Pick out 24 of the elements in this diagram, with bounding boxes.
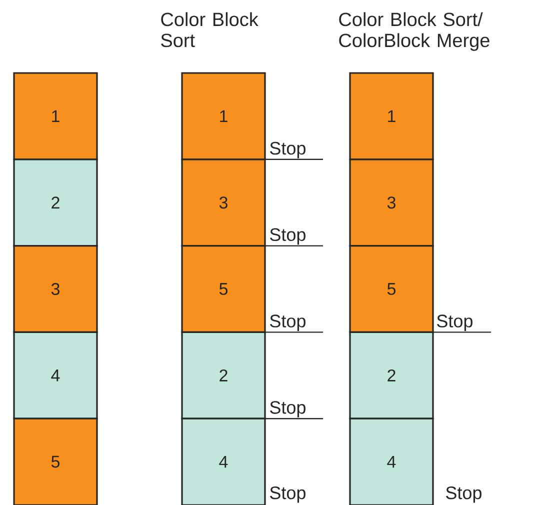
stop-label: Stop <box>265 228 323 246</box>
color-block: 2 <box>13 158 98 247</box>
color-block: 5 <box>349 245 434 333</box>
column-heading: Color Block Sort/ ColorBlock Merge <box>339 12 490 51</box>
color-block: 1 <box>349 72 434 160</box>
color-block: 4 <box>349 418 434 505</box>
color-block: 4 <box>181 418 266 505</box>
column-heading: Color Block Sort <box>161 12 258 48</box>
color-block: 3 <box>349 158 434 247</box>
color-block: 3 <box>181 158 266 247</box>
stop-label: Stop <box>265 142 323 160</box>
color-block: 2 <box>349 331 434 420</box>
color-block: 3 <box>13 245 98 333</box>
stop-label: Stop <box>265 314 323 333</box>
stop-label: Stop <box>270 486 306 503</box>
color-block: 1 <box>13 72 98 160</box>
color-block: 4 <box>13 331 98 420</box>
stop-label: Stop <box>446 486 482 503</box>
color-block: 5 <box>181 245 266 333</box>
stop-label: Stop <box>433 314 491 333</box>
color-block: 5 <box>13 418 98 505</box>
stop-label: Stop <box>265 401 323 420</box>
color-block: 1 <box>181 72 266 160</box>
color-block: 2 <box>181 331 266 420</box>
